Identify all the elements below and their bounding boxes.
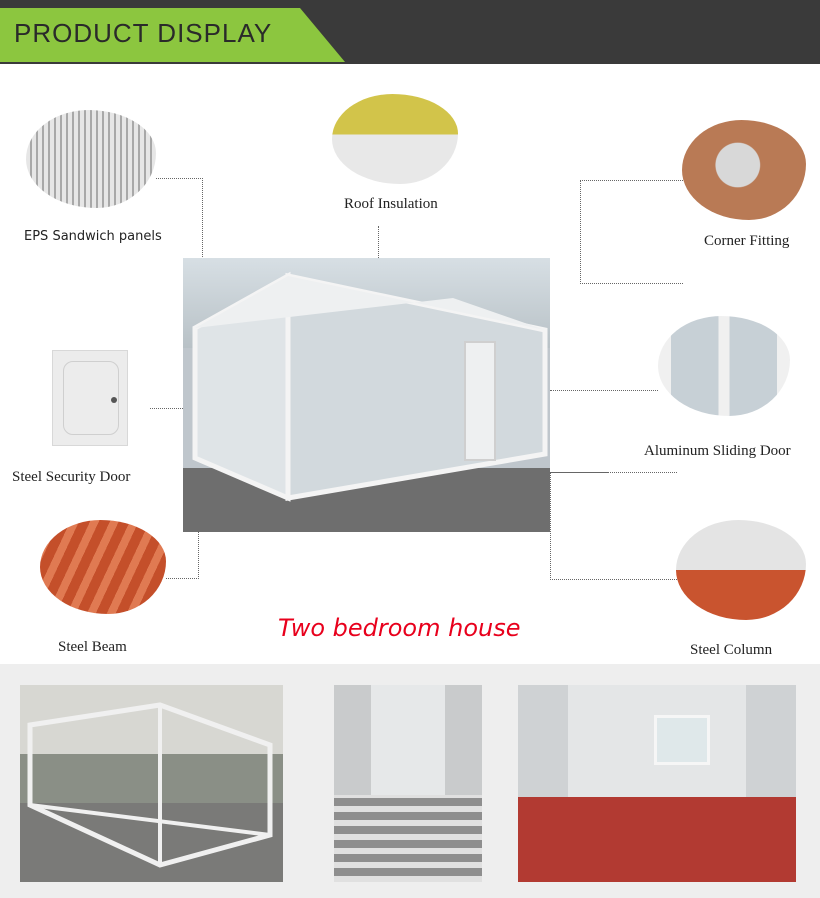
label-corner-fitting: Corner Fitting [704,233,790,249]
red-floor-room-photo [518,685,796,882]
header-green-tab [0,8,345,62]
connector-beam [166,532,199,579]
main-title: Two bedroom house [278,614,521,642]
eps-panels-image [26,110,156,208]
label-steel-column: Steel Column [690,642,773,658]
steel-beam-image [40,520,166,614]
corner-fitting-image [682,120,806,220]
connector-sliding [550,390,658,391]
interior-floor-photo [334,685,482,882]
connector-corner [580,180,683,284]
label-security-door: Steel Security Door [12,469,131,485]
frame-photo [20,685,283,882]
label-sliding-door: Aluminum Sliding Door [644,443,791,459]
roof-insulation-image [332,94,458,184]
connector-roof [378,226,379,258]
main-house-photo [183,258,550,532]
header-bar: PRODUCT DISPLAY [0,0,820,64]
label-roof-insulation: Roof Insulation [344,196,438,212]
connector-door [150,408,183,409]
steel-column-image [676,520,806,620]
label-steel-beam: Steel Beam [58,639,127,655]
connector-eps [156,178,203,259]
sliding-door-image [658,316,790,416]
security-door-image [52,350,128,446]
connector-column-join [550,472,608,473]
label-eps-panels: EPS Sandwich panels [24,229,162,244]
connector-column [550,472,677,580]
page-title: PRODUCT DISPLAY [14,18,273,48]
